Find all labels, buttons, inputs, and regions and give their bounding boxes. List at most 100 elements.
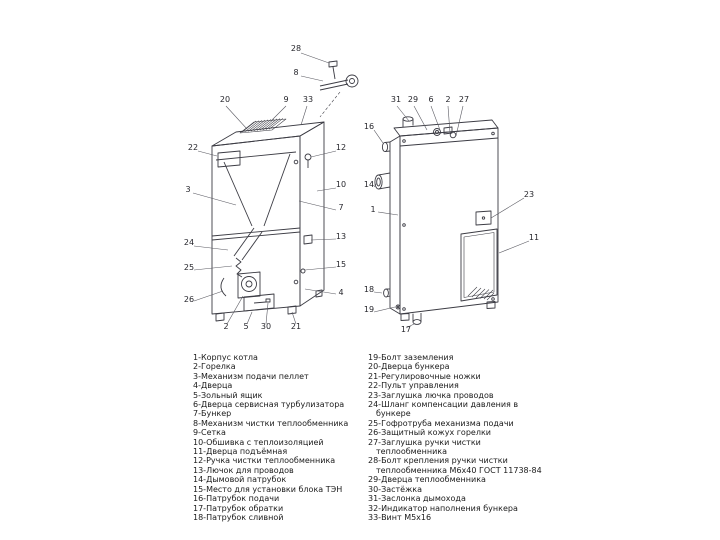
- boiler-back-view: [374, 116, 499, 325]
- lifting-door: [460, 228, 498, 302]
- callout-label: 5: [243, 322, 248, 331]
- legend-item: 2-Горелка: [193, 362, 236, 372]
- legend-item: 27-Заглушка ручки чистки теплообменника: [368, 437, 481, 457]
- leader-lines: [192, 52, 530, 329]
- cleaning-handle-detail-inset: [319, 60, 359, 118]
- legend-item: 20-Дверца бункера: [368, 362, 450, 372]
- callout-label: 9: [283, 95, 288, 104]
- callout-label: 19: [364, 305, 374, 314]
- legend-item: 22-Пульт управления: [368, 381, 459, 391]
- callout-label: 27: [459, 95, 469, 104]
- door-hinge-top: [293, 159, 299, 165]
- legend-item: 25-Гофротруба механизма подачи: [368, 418, 514, 428]
- cable-hatch-cover: [475, 210, 492, 226]
- legend-item: 14-Дымовой патрубок: [193, 475, 287, 485]
- legend-item: 15-Место для установки блока ТЭН: [193, 484, 343, 494]
- flue-pipe: [374, 172, 391, 190]
- vent-louvers: [467, 286, 495, 301]
- legend-column-left: 1-Корпус котла 2-Горелка 3-Механизм пода…: [193, 353, 365, 522]
- callout-label: 6: [428, 95, 433, 104]
- legend-item: 30-Застёжка: [368, 484, 423, 494]
- callout-label: 31: [391, 95, 401, 104]
- callout-label: 18: [364, 285, 374, 294]
- callout-label: 4: [338, 288, 343, 297]
- cable-hatch: [303, 234, 313, 245]
- door-hinge-bottom: [293, 279, 299, 285]
- control-panel: [217, 150, 241, 168]
- flue-damper: [402, 116, 414, 127]
- legend-item: 33-Винт М5х16: [368, 512, 432, 522]
- legend-item: 28-Болт крепления ручки чистки теплообме…: [368, 456, 542, 475]
- callout-label: 22: [188, 143, 198, 152]
- callout-label: 2: [445, 95, 450, 104]
- legend-item: 11-Дверца подъёмная: [193, 447, 288, 457]
- legend-column-right: 19-Болт заземления 20-Дверца бункера 21-…: [368, 353, 544, 522]
- burner-protective-cover: [220, 277, 227, 297]
- legend-item: 21-Регулировочные ножки: [368, 371, 481, 381]
- top-grille: [239, 118, 287, 134]
- callout-numbers: 28 8 20 9 33 22 3 24 25 26 12 10 7 13 15…: [184, 44, 539, 334]
- callout-label: 20: [220, 95, 230, 104]
- legend-item: 12-Ручка чистки теплообменника: [193, 456, 336, 466]
- grounding-bolt: [395, 304, 401, 310]
- callout-label: 28: [291, 44, 301, 53]
- callout-label: 30: [261, 322, 271, 331]
- panel-screws: [402, 131, 495, 311]
- legend-item: 9-Сетка: [193, 428, 226, 438]
- callout-label: 2: [223, 322, 228, 331]
- callout-label: 29: [408, 95, 418, 104]
- drain-pipe: [383, 288, 391, 298]
- boiler-right-face: [299, 121, 325, 307]
- burner: [237, 271, 261, 299]
- callout-label: 21: [291, 322, 301, 331]
- legend-item: 24-Шланг компенсации давления в бункере: [368, 400, 519, 419]
- callout-label: 25: [184, 263, 194, 272]
- legend-item: 26-Защитный кожух горелки: [368, 428, 491, 438]
- legend-item: 10-Обшивка с теплоизоляцией: [193, 437, 324, 447]
- callout-label: 12: [336, 143, 346, 152]
- legend-item: 32-Индикатор наполнения бункера: [368, 503, 518, 513]
- legend-item: 4-Дверца: [193, 381, 233, 391]
- pellet-feed-mechanism: [233, 227, 263, 261]
- legend-item: 6-Дверца сервисная турбулизатора: [193, 400, 345, 410]
- callout-label: 26: [184, 295, 194, 304]
- back-left-face: [389, 135, 401, 315]
- ash-drawer: [243, 293, 275, 312]
- adjustable-feet-back: [400, 301, 496, 321]
- clasp: [265, 298, 271, 303]
- legend-item: 23-Заглушка лючка проводов: [368, 390, 494, 400]
- legend-item: 7-Бункер: [193, 409, 232, 419]
- callout-label: 14: [364, 180, 374, 189]
- legend-item: 13-Лючок для проводов: [193, 465, 294, 475]
- back-main-face: [399, 127, 499, 315]
- callout-label: 23: [524, 190, 534, 199]
- legend-item: 5-Зольный ящик: [193, 390, 263, 400]
- adjustable-feet: [215, 289, 323, 322]
- cleaning-handle: [304, 153, 312, 168]
- callout-label: 15: [336, 260, 346, 269]
- return-pipe: [412, 313, 422, 325]
- legend-item: 19-Болт заземления: [368, 353, 454, 362]
- callout-label: 7: [338, 203, 343, 212]
- callout-label: 24: [184, 238, 194, 247]
- legend-item: 1-Корпус котла: [193, 353, 258, 362]
- legend-item: 17-Патрубок обратки: [193, 503, 284, 513]
- legend-item: 3-Механизм подачи пеллет: [193, 371, 309, 381]
- legend-item: 18-Патрубок сливной: [193, 512, 284, 522]
- legend-item: 31-Заслонка дымохода: [368, 494, 466, 504]
- callout-label: 3: [185, 185, 190, 194]
- callout-label: 13: [336, 232, 346, 241]
- callout-label: 8: [293, 68, 298, 77]
- callout-label: 10: [336, 180, 346, 189]
- supply-pipe: [381, 141, 391, 153]
- boiler-top-face: [211, 121, 325, 147]
- legend-item: 16-Патрубок подачи: [193, 494, 280, 504]
- callout-label: 1: [370, 205, 375, 214]
- legend-item: 8-Механизм чистки теплообменника: [193, 418, 349, 428]
- boiler-front-left-view: [211, 60, 359, 322]
- callout-label: 33: [303, 95, 313, 104]
- legend-item: 29-Дверца теплообменника: [368, 475, 486, 485]
- heater-block-place: [300, 268, 306, 274]
